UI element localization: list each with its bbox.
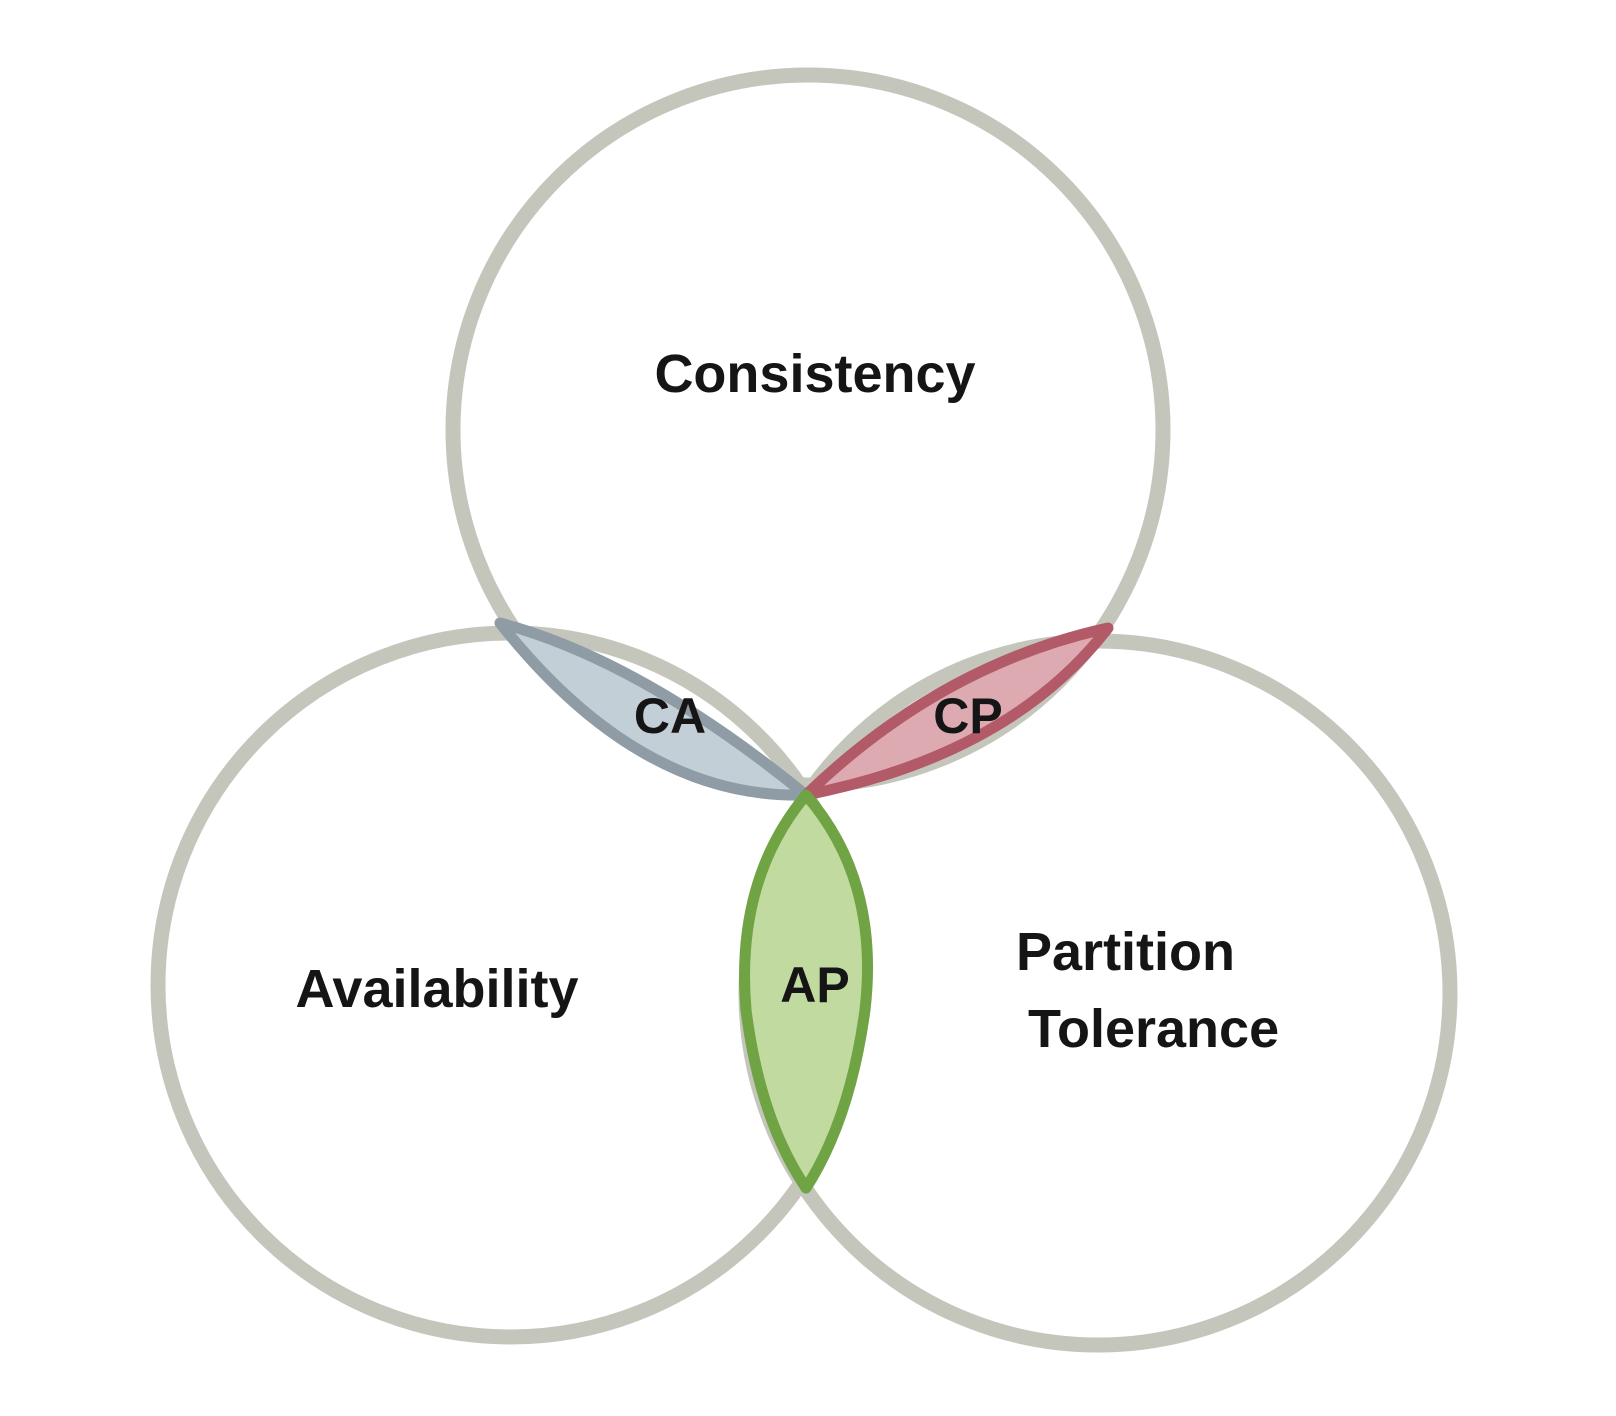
partition-tolerance-label-line1: Partition <box>1016 922 1235 982</box>
cp-label: CP <box>933 688 1002 744</box>
ap-label: AP <box>780 957 849 1013</box>
ca-label: CA <box>634 688 706 744</box>
partition-tolerance-label-line2: Tolerance <box>1028 999 1279 1059</box>
consistency-label: Consistency <box>654 344 975 404</box>
availability-label: Availability <box>295 959 578 1019</box>
ap-intersection <box>739 789 873 1194</box>
